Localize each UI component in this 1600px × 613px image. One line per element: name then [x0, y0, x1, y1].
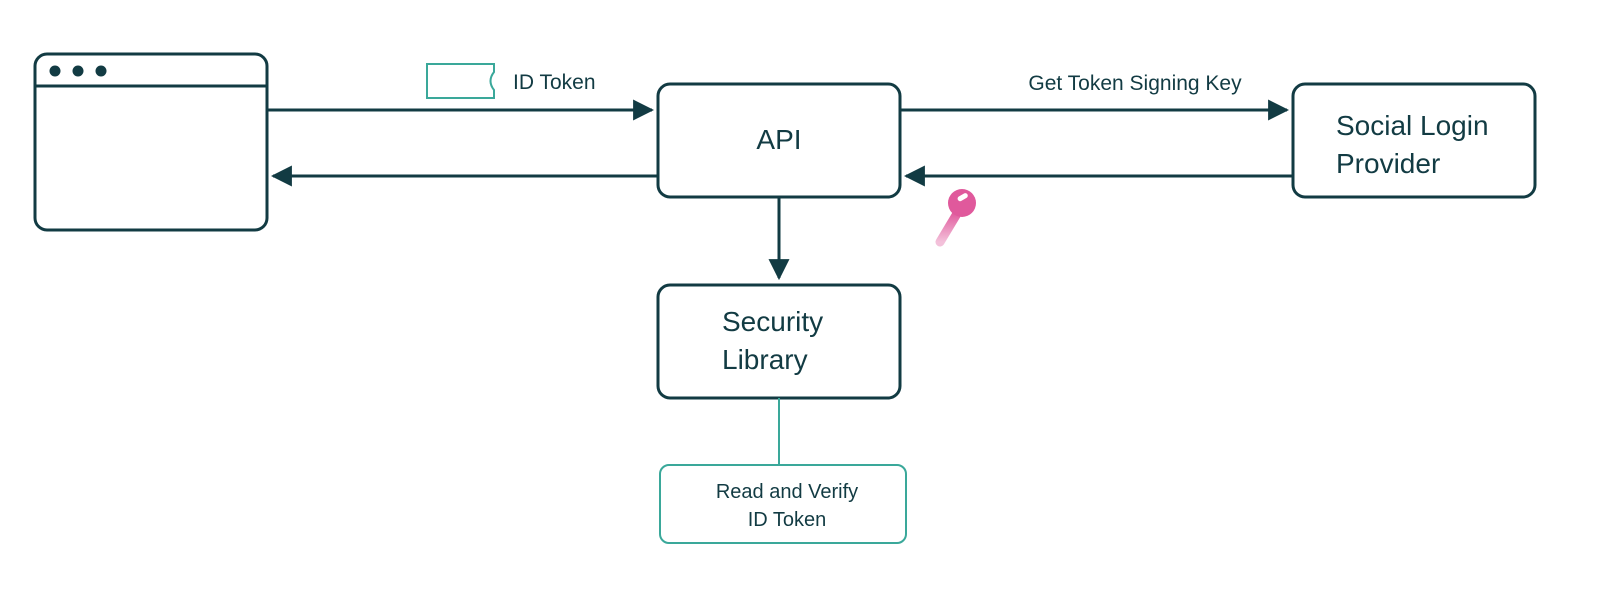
provider-label-line-1: Social Login — [1336, 110, 1489, 141]
security-library-node: Security Library — [656, 283, 902, 400]
key-icon — [935, 189, 976, 247]
security-library-label-line-2: Library — [722, 344, 808, 375]
get-signing-key-edge-label: Get Token Signing Key — [1028, 72, 1242, 95]
social-login-provider-node: Social Login Provider — [1291, 82, 1537, 199]
provider-label-line-2: Provider — [1336, 148, 1440, 179]
window-dot-icon — [49, 65, 61, 77]
token-ticket-icon — [426, 63, 495, 99]
verify-note-line-2: ID Token — [748, 509, 827, 531]
api-label: API — [756, 124, 801, 155]
security-library-label-line-1: Security — [722, 306, 823, 337]
id-token-edge-label: ID Token — [513, 71, 596, 94]
window-dot-icon — [95, 65, 107, 77]
browser-window — [33, 52, 269, 232]
verify-note: Read and Verify ID Token — [659, 464, 907, 544]
verify-note-line-1: Read and Verify — [716, 481, 858, 503]
api-node: API — [656, 82, 902, 199]
window-dot-icon — [72, 65, 84, 77]
